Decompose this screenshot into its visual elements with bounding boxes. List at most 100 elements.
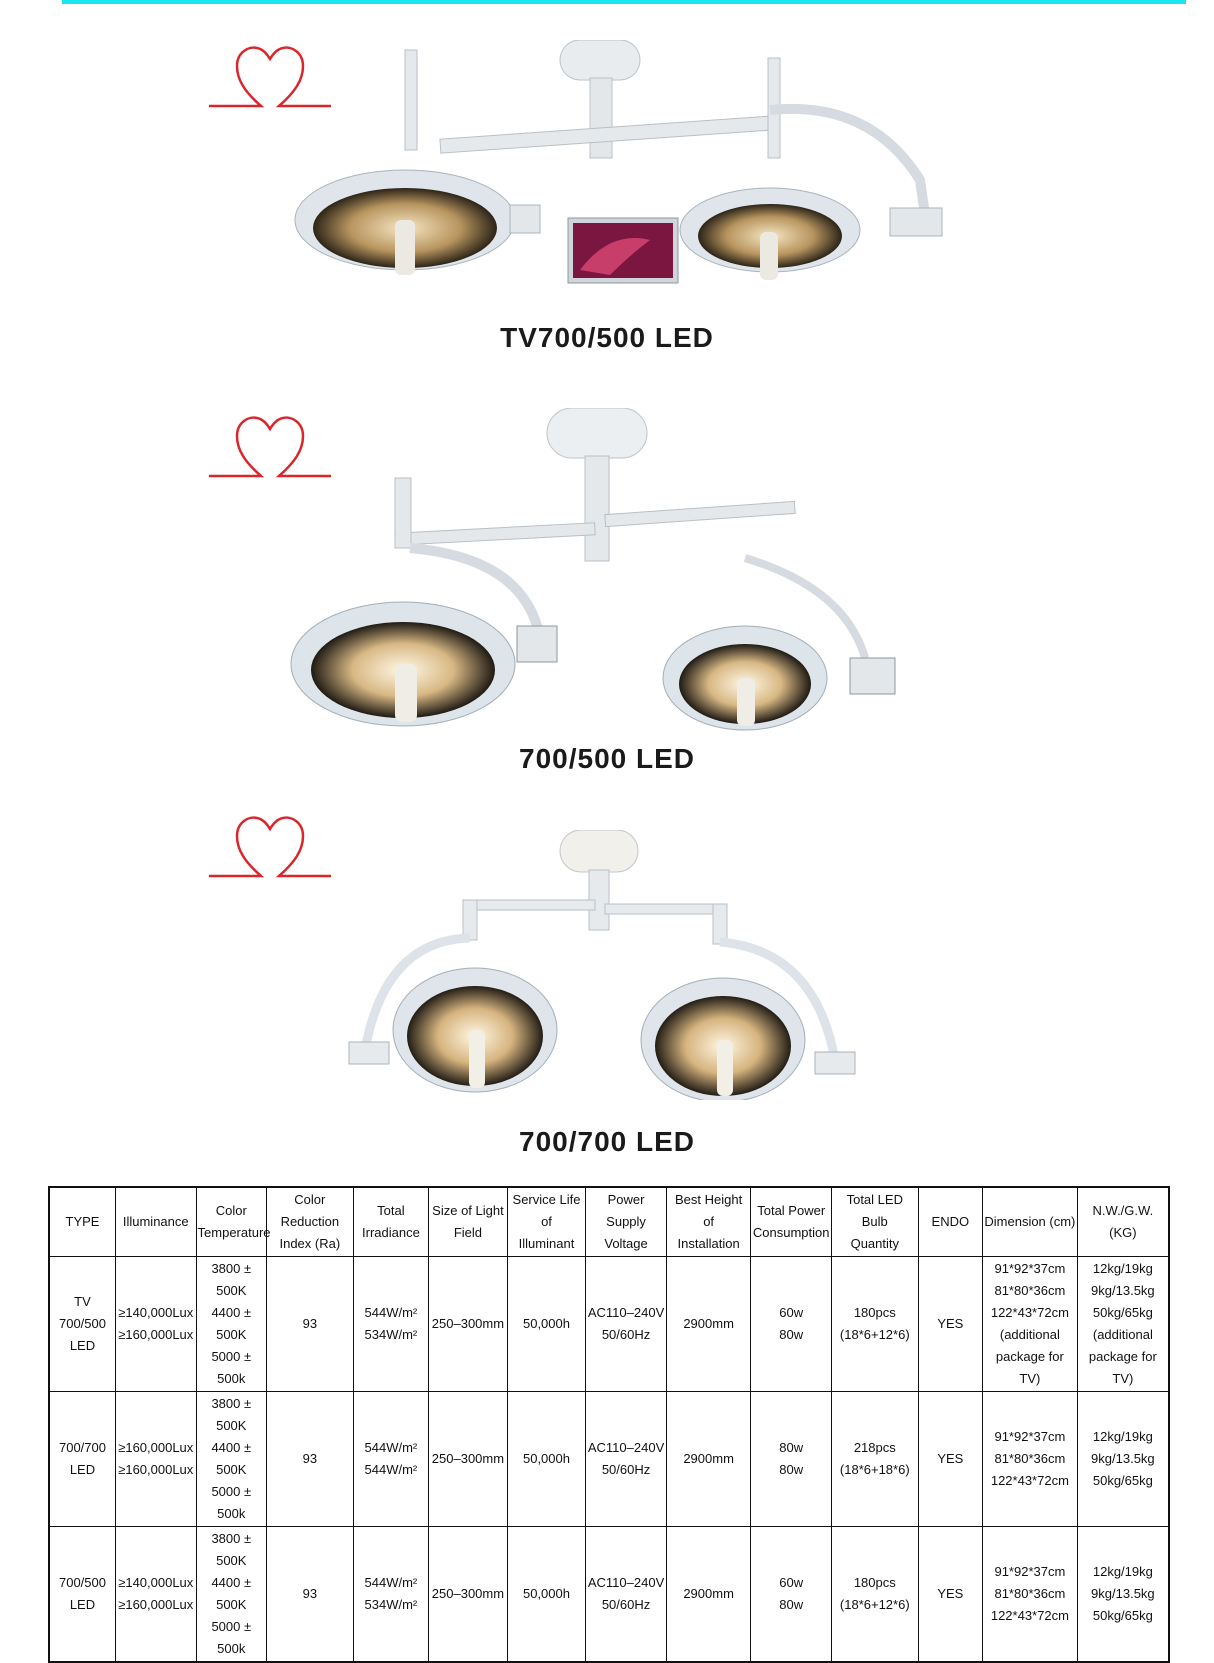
cell-line: LED [69,1338,96,1353]
heart-line-logo-icon [209,46,331,108]
cell-line: LED [69,1597,96,1612]
cell-line: ≥160,000Lux [118,1597,194,1612]
cell-line: Consumption [752,1225,830,1240]
cell-line: 81*80*36cm [994,1586,1066,1601]
column-header: Illuminance [114,1186,197,1257]
cell-line: Index (Ra) [279,1236,341,1251]
cell-line: ≥140,000Lux [118,1575,194,1590]
cell-line: 180pcs [853,1305,896,1320]
table-cell: 250–300mm [428,1526,508,1663]
700-500-led-light-photo [290,408,896,731]
table-cell: 12kg/19kg 9kg/13.5kg 50kg/65kg [1076,1391,1170,1527]
cell-line: N.W./G.W. (KG) [1092,1203,1154,1240]
cell-line: AC110–240V [587,1305,665,1320]
700-700-led-light-photo [348,830,856,1100]
cell-line: 3800 ± 500K [211,1261,252,1298]
cell-line: Temperature [197,1225,271,1240]
cell-line: 93 [302,1451,318,1466]
cell-line: LED [69,1462,96,1477]
cell-line: 50/60Hz [601,1462,651,1477]
cell-line: 81*80*36cm [994,1283,1066,1298]
cell-line: 122*43*72cm [990,1473,1069,1488]
cell-line: 12kg/19kg [1092,1261,1153,1276]
column-header: Dimension (cm) [982,1186,1078,1257]
cell-line: 80w [779,1327,804,1342]
cell-line: 93 [302,1586,318,1601]
cell-line: 80w [779,1440,804,1455]
cell-line: ≥160,000Lux [118,1327,194,1342]
cell-line: Voltage [604,1236,648,1251]
cell-line: 50/60Hz [601,1597,651,1612]
cell-line: 2900mm [683,1451,734,1466]
cell-line: 534W/m² [364,1597,418,1612]
cell-line: Best Height of [675,1192,743,1229]
cell-line: Total LED Bulb [846,1192,903,1229]
cell-line: Irradiance [362,1225,420,1240]
table-cell: YES [917,1256,984,1392]
table-cell: 2900mm [665,1391,752,1527]
product-title-tv-700-500: TV700/500 LED [500,322,714,353]
cell-line: 544W/m² [364,1575,418,1590]
cell-line: 91*92*37cm [994,1261,1066,1276]
cell-line: (18*6+18*6) [839,1462,910,1477]
cell-line: 50,000h [522,1316,570,1331]
cell-line: 9kg/13.5kg [1091,1451,1155,1466]
cell-line: 4400 ± 500K [211,1440,252,1477]
cell-line: 60w [779,1575,804,1590]
cell-line: YES [937,1451,964,1466]
cell-line: Size of Light [432,1203,504,1218]
cell-line: Total Power [757,1203,826,1218]
cell-line: 80w [779,1462,804,1477]
table-cell: 50,000h [506,1256,587,1392]
cell-line: YES [937,1586,964,1601]
table-cell: 2900mm [665,1256,752,1392]
cell-line: 93 [302,1316,318,1331]
table-cell: 180pcs(18*6+12*6) [830,1526,919,1663]
cell-line: TV 700/500 [58,1294,106,1331]
cell-line: 544W/m² [364,1305,418,1320]
cell-line: YES [937,1316,964,1331]
cell-line: 2900mm [683,1586,734,1601]
cell-line: Installation [677,1236,740,1251]
cell-line: ≥160,000Lux [118,1440,194,1455]
cell-line: 250–300mm [431,1451,505,1466]
column-header: ENDO [917,1186,984,1257]
cell-line: 122*43*72cm [990,1608,1069,1623]
top-accent-bar [62,0,1186,4]
cell-line: 80w [779,1597,804,1612]
tv-700-500-led-light-photo [294,40,943,284]
cell-line: Field [453,1225,483,1240]
cell-line: Quantity [850,1236,899,1251]
cell-line: Illuminance [122,1214,189,1229]
product-title-700-700: 700/700 LED [519,1126,695,1157]
table-cell: 50,000h [506,1391,587,1527]
cell-line: 12kg/19kg [1092,1564,1153,1579]
product-title-700-500: 700/500 LED [519,743,695,774]
cell-line: 544W/m² [364,1462,418,1477]
cell-line: Dimension (cm) [984,1214,1076,1229]
cell-line: 12kg/19kg [1092,1429,1153,1444]
cell-line: package for TV) [995,1349,1064,1386]
cell-line: package for TV) [1088,1349,1157,1386]
cell-line: AC110–240V [587,1440,665,1455]
cell-line: 2900mm [683,1316,734,1331]
cell-line: 50kg/65kg [1092,1473,1153,1488]
